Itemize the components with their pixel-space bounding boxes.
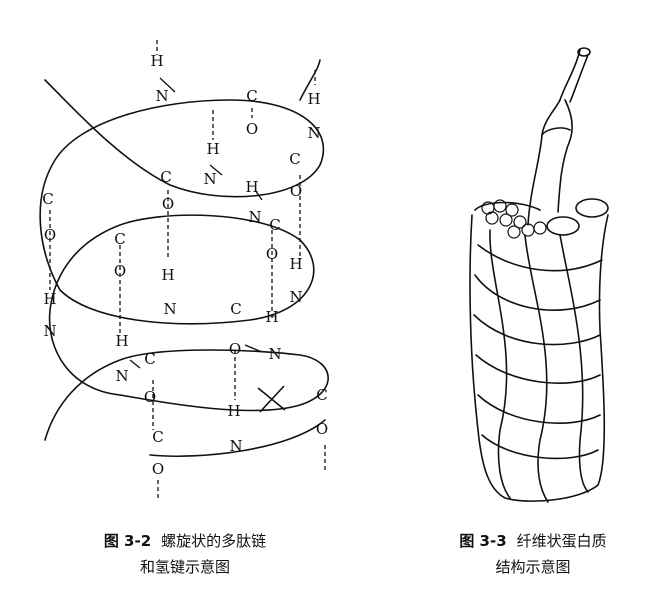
atom-c: C: [114, 230, 125, 248]
helix-backbone-bottom: [149, 419, 326, 458]
atom-c: C: [152, 428, 163, 446]
helix-backbone-top: [39, 79, 325, 291]
atom-c: C: [269, 216, 280, 234]
top-strand: [559, 49, 589, 103]
atom-n: N: [229, 437, 242, 455]
atom-h: H: [265, 308, 278, 326]
atom-c: C: [316, 386, 327, 404]
atom-o: O: [114, 262, 126, 280]
strand-end: [575, 198, 609, 218]
atom-n: N: [155, 87, 168, 105]
atom-n: N: [203, 170, 216, 188]
atom-n: N: [248, 208, 261, 226]
atom-n: N: [43, 322, 56, 340]
figure-caption-3-3: 图 3-3 纤维状蛋白质 结构示意图: [400, 528, 666, 580]
helix-backbone-middle: [48, 214, 315, 396]
atom-n: N: [289, 288, 302, 306]
figure-number: 图 3-2: [103, 532, 152, 550]
atom-o: O: [246, 120, 258, 138]
atom-c: C: [246, 87, 257, 105]
helix-backbone-lower: [44, 349, 329, 441]
atom-o: O: [290, 182, 302, 200]
figure-number: 图 3-3: [459, 532, 507, 550]
atom-h: H: [206, 140, 219, 158]
atom-h: H: [161, 266, 174, 284]
fibrous-protein-diagram: [469, 47, 609, 503]
atom-h: H: [115, 332, 128, 350]
helix-backbone-tail: [299, 59, 321, 101]
atom-h: H: [289, 255, 302, 273]
helix-polypeptide-diagram: H N C O H N H N C C H O C O N C O C O H …: [39, 40, 329, 500]
caption-line: 螺旋状的多肽链: [161, 532, 267, 550]
atom-o: O: [162, 195, 174, 213]
atom-n: N: [115, 367, 128, 385]
atom-n: N: [307, 124, 320, 142]
cross-mark: [257, 385, 286, 413]
atom-o: O: [152, 460, 164, 478]
cable-outline: [469, 214, 609, 502]
caption-line: 结构示意图: [495, 558, 571, 576]
atom-c: C: [144, 350, 155, 368]
figure-caption-3-2: 图 3-2 螺旋状的多肽链 和氢键示意图: [0, 528, 370, 580]
atom-o: O: [316, 420, 328, 438]
atom-o: O: [144, 388, 156, 406]
atom-h: H: [43, 290, 56, 308]
atom-c: C: [230, 300, 241, 318]
atom-c: C: [42, 190, 53, 208]
atom-h: H: [245, 178, 258, 196]
caption-line: 纤维状蛋白质: [516, 532, 607, 550]
atom-o: O: [266, 245, 278, 263]
atom-n: N: [268, 345, 281, 363]
atom-o: O: [229, 340, 241, 358]
strand-end: [546, 216, 580, 236]
atom-o: O: [44, 226, 56, 244]
atom-h: H: [150, 52, 163, 70]
atom-c: C: [289, 150, 300, 168]
atom-c: C: [160, 168, 171, 186]
atom-n: N: [163, 300, 176, 318]
atom-h: H: [227, 402, 240, 420]
caption-line: 和氢键示意图: [139, 558, 230, 576]
atom-h: H: [307, 90, 320, 108]
